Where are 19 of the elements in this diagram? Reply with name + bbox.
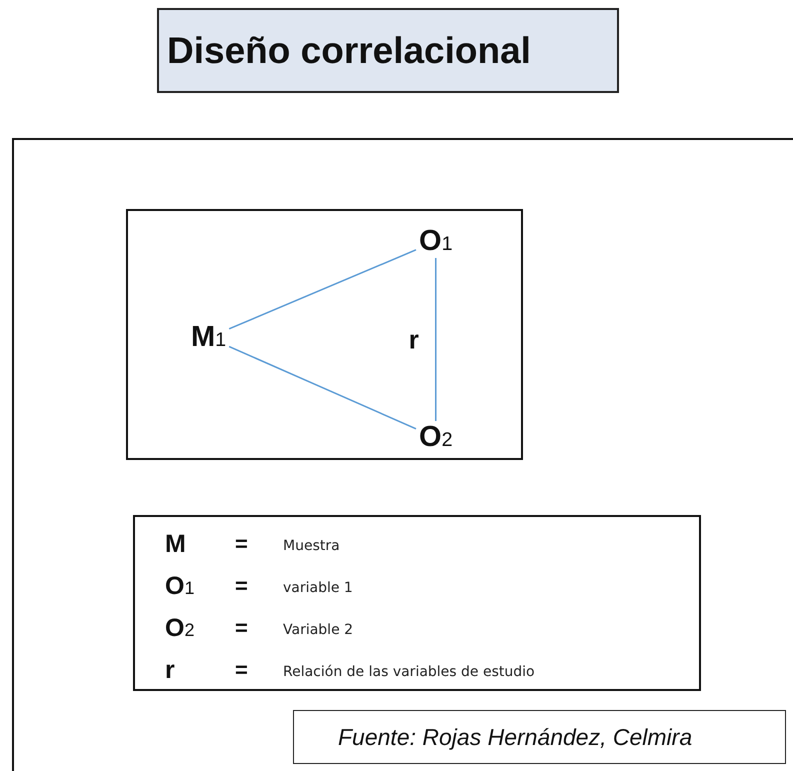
connector-line <box>228 249 416 330</box>
connector-line <box>435 258 437 421</box>
symbol-label: r <box>165 656 175 684</box>
definition-text: Variable 2 <box>283 621 354 638</box>
definition-text: Relación de las variables de estudio <box>283 663 535 680</box>
definition-text: Muestra <box>283 537 340 554</box>
equals-sign: = <box>235 573 248 599</box>
connector-line <box>228 346 416 430</box>
symbol-label: M <box>165 530 186 558</box>
equals-sign: = <box>235 615 248 641</box>
edge-label: r <box>408 324 419 355</box>
equals-sign: = <box>235 657 248 683</box>
definition-text: variable 1 <box>283 579 353 596</box>
frame-border <box>12 138 793 771</box>
diagram-box <box>126 209 523 460</box>
source-box: Fuente: Rojas Hernández, Celmira <box>293 710 786 764</box>
legend-table-box <box>133 515 701 691</box>
title: Diseño correlacional <box>157 8 619 93</box>
equals-sign: = <box>235 531 248 557</box>
